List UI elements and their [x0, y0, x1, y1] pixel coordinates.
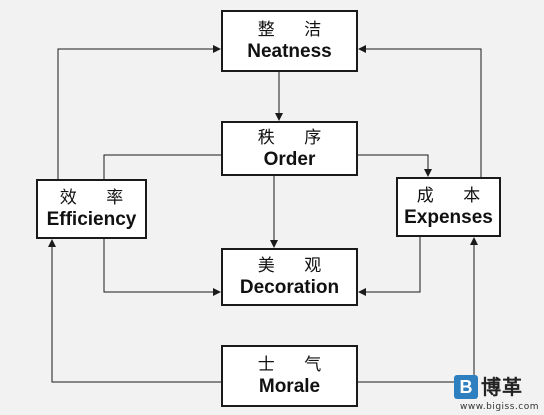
- arrow-efficiency-to-neatness: [57, 45, 221, 179]
- arrow-expenses-to-neatness: [358, 45, 482, 177]
- logo-name: 博革: [481, 375, 523, 399]
- arrow-order-to-expenses: [358, 154, 432, 177]
- node-order-cn: 秩 序: [257, 127, 334, 148]
- logo-mark-icon: B: [454, 375, 478, 399]
- watermark-logo: B 博革 www.bigiss.com: [448, 373, 544, 415]
- node-efficiency-en: Efficiency: [46, 209, 137, 230]
- logo-url: www.bigiss.com: [460, 402, 540, 412]
- arrow-morale-to-efficiency: [48, 239, 221, 383]
- node-decoration-en: Decoration: [239, 277, 340, 298]
- node-neatness-cn: 整 洁: [257, 20, 334, 40]
- node-morale: 士 气 Morale: [221, 345, 358, 407]
- node-expenses: 成 本 Expenses: [396, 177, 501, 237]
- node-order-en: Order: [263, 148, 316, 170]
- node-expenses-cn: 成 本: [416, 186, 493, 206]
- node-efficiency-cn: 效 率: [59, 188, 136, 208]
- node-morale-en: Morale: [258, 376, 321, 397]
- arrow-expenses-to-decoration: [358, 237, 421, 296]
- node-efficiency: 效 率 Efficiency: [36, 179, 147, 239]
- node-order: 秩 序 Order: [221, 121, 358, 176]
- node-decoration: 美 观 Decoration: [221, 248, 358, 306]
- node-neatness-en: Neatness: [247, 41, 332, 62]
- node-expenses-en: Expenses: [404, 207, 493, 228]
- node-decoration-cn: 美 观: [257, 256, 334, 276]
- node-neatness: 整 洁 Neatness: [221, 10, 358, 72]
- arrow-morale-to-expenses: [358, 237, 478, 383]
- node-morale-cn: 士 气: [257, 355, 334, 375]
